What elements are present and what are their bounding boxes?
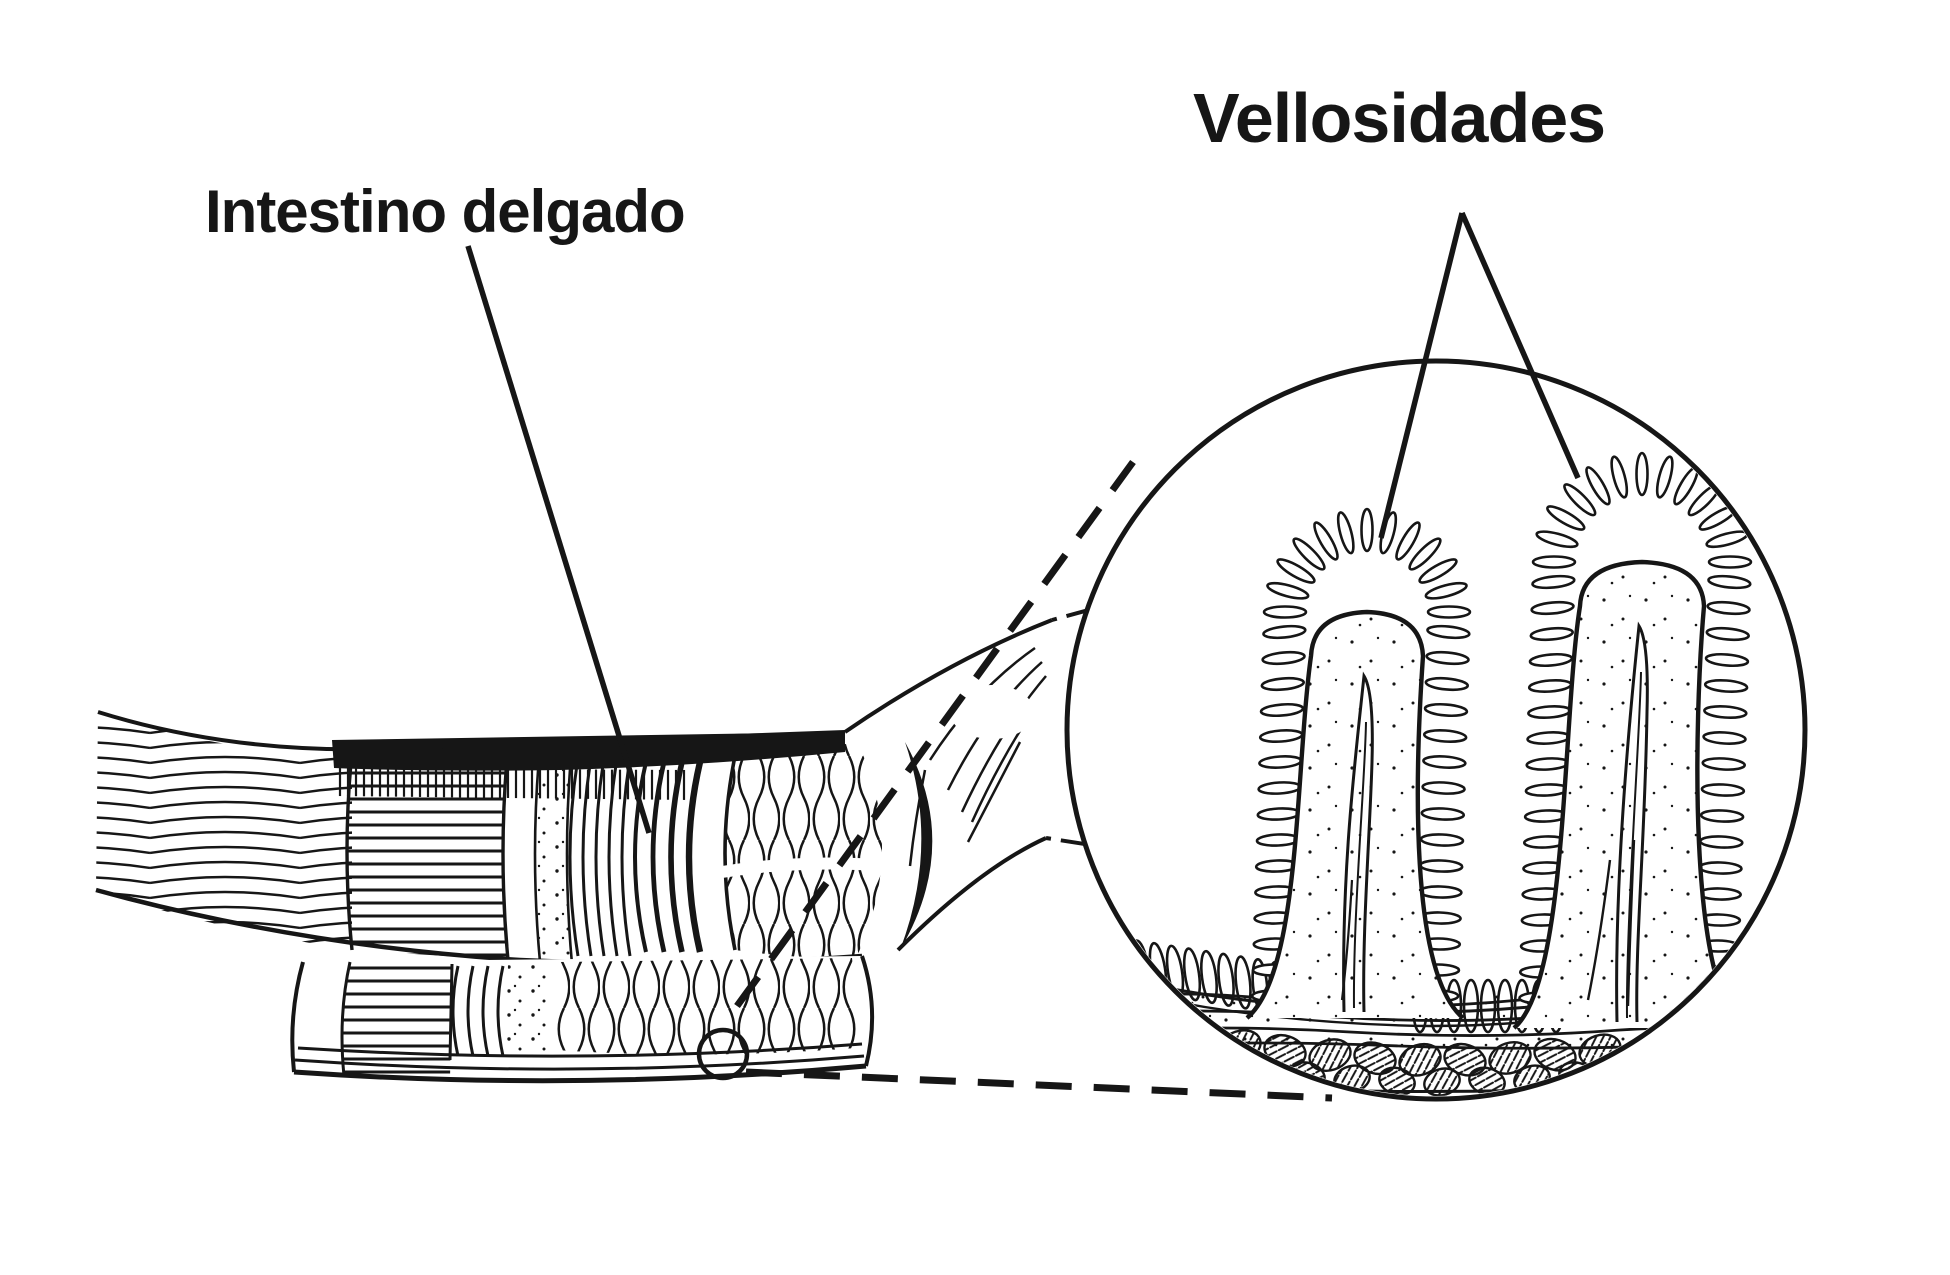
label-pointer-lines <box>465 211 1581 834</box>
cut-wall-flap <box>290 955 875 1084</box>
villus-fold-lines <box>1340 839 1636 1007</box>
cut-top-band <box>332 732 845 771</box>
serosa-left <box>96 712 352 950</box>
submucosa-stipple-band <box>535 744 572 964</box>
serosa-right <box>908 646 1047 867</box>
villi-pointer-line-right <box>1459 211 1581 480</box>
magnified-villi-view <box>1079 451 1800 1096</box>
magnifier-leader-dashes <box>734 459 1333 1102</box>
villi-label: Vellosidades <box>1193 79 1605 157</box>
muscle-ring-band <box>347 748 508 960</box>
mucosal-folds <box>725 742 883 958</box>
tube-top-edge <box>97 710 846 752</box>
intestine-label: Intestino delgado <box>205 178 685 245</box>
sample-site-marker <box>696 1027 750 1081</box>
villi-pointer-line-left <box>1378 212 1465 539</box>
villi <box>1245 451 1753 1030</box>
small-intestine-illustration <box>95 600 1119 966</box>
intestine-pointer-line <box>465 245 652 834</box>
lumen-shadow-crescent <box>900 742 933 950</box>
